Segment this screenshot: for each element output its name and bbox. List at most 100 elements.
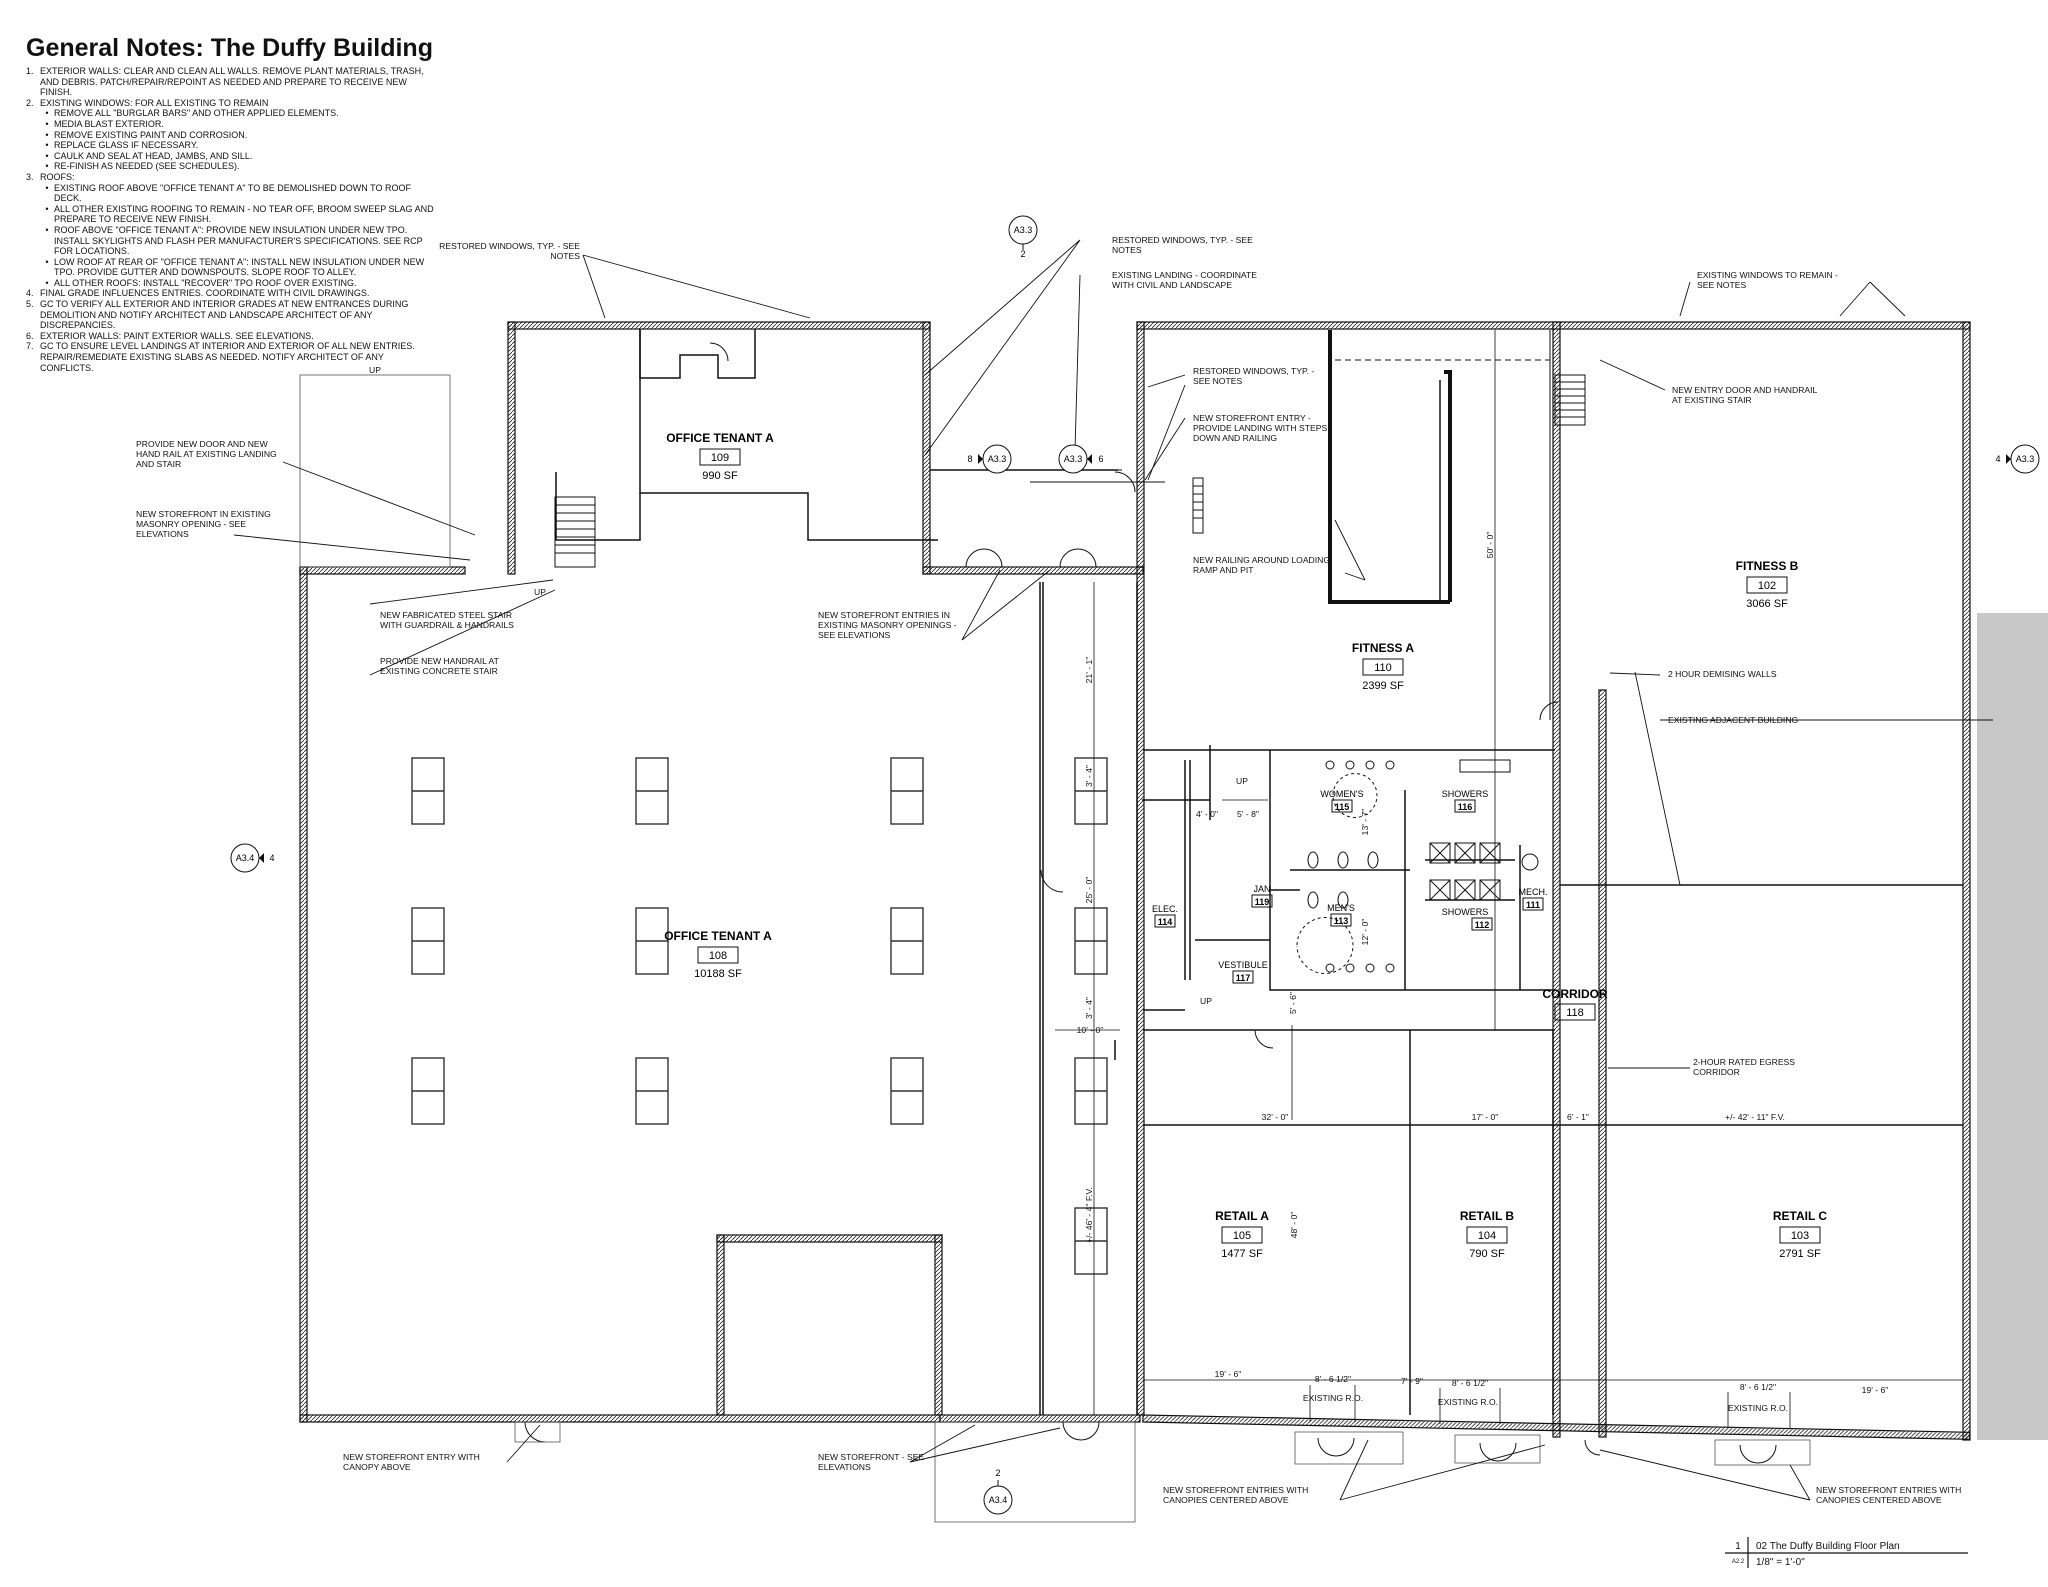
general-note: 2.EXISTING WINDOWS: FOR ALL EXISTING TO … [26,98,436,109]
svg-text:EXISTING MASONRY OPENINGS -: EXISTING MASONRY OPENINGS - [818,620,957,630]
section-marker-a34-bottom: A3.4 2 [983,1468,1013,1515]
svg-text:4: 4 [1995,454,2000,464]
drawing-title-block: 1 A2.2 02 The Duffy Building Floor Plan … [1725,1537,1968,1568]
svg-text:115: 115 [1335,802,1350,812]
svg-text:RETAIL C: RETAIL C [1773,1209,1828,1223]
svg-text:ELEC.: ELEC. [1152,904,1178,914]
bullet-icon: • [45,224,49,235]
svg-text:790 SF: 790 SF [1469,1248,1505,1260]
svg-text:SEE NOTES: SEE NOTES [1697,280,1746,290]
svg-text:NOTES: NOTES [1112,245,1142,255]
section-marker-right: A3.3 4 [1995,444,2040,474]
svg-text:2791 SF: 2791 SF [1779,1248,1821,1260]
svg-text:+/- 46' - 4" F.V.: +/- 46' - 4" F.V. [1084,1187,1094,1243]
svg-text:1: 1 [1735,1541,1741,1552]
bullet-icon: • [45,118,49,129]
bullet-icon: • [45,129,49,140]
svg-text:6' - 1": 6' - 1" [1567,1112,1589,1122]
loading-ramp-pit [1328,330,1551,720]
note-sub-item: •CAULK AND SEAL AT HEAD, JAMBS, AND SILL… [26,151,436,162]
dimension-lines [1055,330,1963,1428]
svg-text:8' - 6 1/2": 8' - 6 1/2" [1452,1378,1488,1388]
note-number: 6. [26,330,34,341]
svg-text:A3.3: A3.3 [1014,225,1033,235]
svg-text:RETAIL A: RETAIL A [1215,1209,1269,1223]
note-text: FINAL GRADE INFLUENCES ENTRIES. COORDINA… [40,288,370,299]
svg-text:21' - 1": 21' - 1" [1084,657,1094,684]
svg-text:19' - 6": 19' - 6" [1215,1369,1242,1379]
svg-text:RESTORED WINDOWS, TYP. - SEE: RESTORED WINDOWS, TYP. - SEE [1112,235,1253,245]
svg-text:8: 8 [967,454,972,464]
note-text: EXTERIOR WALLS: CLEAR AND CLEAN ALL WALL… [40,66,424,98]
svg-text:CORRIDOR: CORRIDOR [1542,987,1608,1001]
adjacent-building [1977,613,2048,1440]
svg-text:3' - 4": 3' - 4" [1084,997,1094,1019]
note-sub-item: •MEDIA BLAST EXTERIOR. [26,119,436,130]
note-sub-text: ROOF ABOVE "OFFICE TENANT A": PROVIDE NE… [54,224,423,257]
room-jan: JAN 119 [1251,884,1273,908]
svg-text:102: 102 [1758,580,1776,592]
bullet-icon: • [45,161,49,172]
site-outlines [299,374,1811,1523]
note-sub-item: •LOW ROOF AT REAR OF "OFFICE TENANT A": … [26,257,436,278]
svg-text:8' - 6 1/2": 8' - 6 1/2" [1315,1374,1351,1384]
note-text: GC TO VERIFY ALL EXTERIOR AND INTERIOR G… [40,299,409,331]
svg-text:NEW RAILING AROUND LOADING: NEW RAILING AROUND LOADING [1193,555,1330,565]
svg-text:CANOPY ABOVE: CANOPY ABOVE [343,1462,411,1472]
svg-text:1/8" = 1'-0": 1/8" = 1'-0" [1756,1557,1805,1568]
bullet-icon: • [45,182,49,193]
svg-text:EXISTING CONCRETE STAIR: EXISTING CONCRETE STAIR [380,666,498,676]
section-marker-top: A3.3 2 [1008,215,1038,259]
note-text: GC TO ENSURE LEVEL LANDINGS AT INTERIOR … [40,341,415,373]
note-sub-item: • ROOF ABOVE "OFFICE TENANT A": PROVIDE N… [26,225,436,257]
room-showers-116: SHOWERS 116 [1442,789,1489,813]
bullet-icon: • [45,277,49,288]
note-sub-item: •REPLACE GLASS IF NECESSARY. [26,140,436,151]
svg-text:CANOPIES CENTERED ABOVE: CANOPIES CENTERED ABOVE [1816,1495,1942,1505]
svg-text:A3.3: A3.3 [2016,454,2035,464]
svg-text:A3.3: A3.3 [988,454,1007,464]
svg-text:25' - 0": 25' - 0" [1084,877,1094,904]
note-sub-item: •ALL OTHER ROOFS: INSTALL "RECOVER" TPO … [26,278,436,289]
svg-text:EXISTING WINDOWS TO REMAIN -: EXISTING WINDOWS TO REMAIN - [1697,270,1838,280]
svg-text:4: 4 [269,853,274,863]
svg-text:NEW STOREFRONT - SEE: NEW STOREFRONT - SEE [818,1452,924,1462]
plumbing-fixtures [1307,759,1539,973]
svg-text:NEW STOREFRONT IN EXISTING: NEW STOREFRONT IN EXISTING [136,509,271,519]
svg-text:117: 117 [1236,973,1251,983]
svg-text:108: 108 [709,950,727,962]
svg-text:NEW STOREFRONT ENTRIES WITH: NEW STOREFRONT ENTRIES WITH [1816,1485,1961,1495]
svg-text:EXISTING R.O.: EXISTING R.O. [1728,1403,1788,1413]
svg-text:RESTORED WINDOWS, TYP. -: RESTORED WINDOWS, TYP. - [1193,366,1314,376]
general-note: 3.ROOFS: [26,172,436,183]
svg-text:ELEVATIONS: ELEVATIONS [136,529,189,539]
svg-text:MECH.: MECH. [1519,887,1548,897]
svg-text:4' - 0": 4' - 0" [1196,809,1218,819]
svg-text:109: 109 [711,452,729,464]
note-sub-text: CAULK AND SEAL AT HEAD, JAMBS, AND SILL. [54,150,253,161]
note-sub-text: REPLACE GLASS IF NECESSARY. [54,140,199,151]
interior-partitions [555,329,1963,1415]
svg-text:NEW STOREFRONT ENTRY WITH: NEW STOREFRONT ENTRY WITH [343,1452,480,1462]
svg-text:WITH GUARDRAIL & HANDRAILS: WITH GUARDRAIL & HANDRAILS [380,620,514,630]
room-office-108: OFFICE TENANT A 108 10188 SF [664,929,772,980]
room-office-109: OFFICE TENANT A 109 990 SF [666,431,774,482]
skylights [411,757,1108,1275]
room-showers-112: SHOWERS 112 [1442,907,1493,931]
stairs [554,374,1586,568]
svg-text:114: 114 [1158,917,1173,927]
svg-text:3' - 4": 3' - 4" [1084,765,1094,787]
svg-text:5' - 8": 5' - 8" [1237,809,1259,819]
svg-text:12' - 0": 12' - 0" [1360,919,1370,946]
room-retail-a: RETAIL A 105 1477 SF [1215,1209,1269,1260]
note-sub-item: •EXISTING ROOF ABOVE "OFFICE TENANT A" T… [26,183,436,204]
svg-text:2399 SF: 2399 SF [1362,680,1404,692]
note-sub-text: REMOVE EXISTING PAINT AND CORROSION. [54,129,248,140]
svg-text:10' - 0": 10' - 0" [1077,1025,1104,1035]
room-mens: MEN'S 113 [1327,903,1355,927]
svg-text:SHOWERS: SHOWERS [1442,789,1489,799]
svg-text:5' - 6": 5' - 6" [1288,992,1298,1014]
svg-text:UP: UP [1200,996,1212,1006]
svg-text:A3.3: A3.3 [1064,454,1083,464]
